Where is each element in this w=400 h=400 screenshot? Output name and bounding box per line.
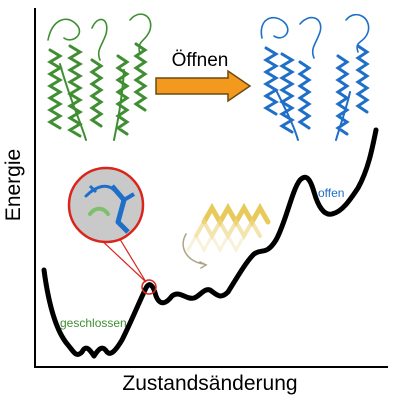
y-axis-label: Energie bbox=[2, 149, 25, 221]
x-axis-label: Zustandsänderung bbox=[122, 372, 297, 395]
blue-protein-structure-icon bbox=[260, 14, 370, 141]
rotating-helix-icon bbox=[182, 202, 271, 269]
open-arrow-icon bbox=[155, 69, 252, 103]
green-protein-structure-icon bbox=[47, 13, 152, 141]
open-arrow-label: Öffnen bbox=[172, 50, 229, 71]
open-state-label: offen bbox=[318, 186, 344, 200]
closed-state-label: geschlossen bbox=[60, 316, 127, 330]
energy-curve bbox=[41, 127, 379, 359]
residue-zoom-icon bbox=[67, 166, 157, 295]
